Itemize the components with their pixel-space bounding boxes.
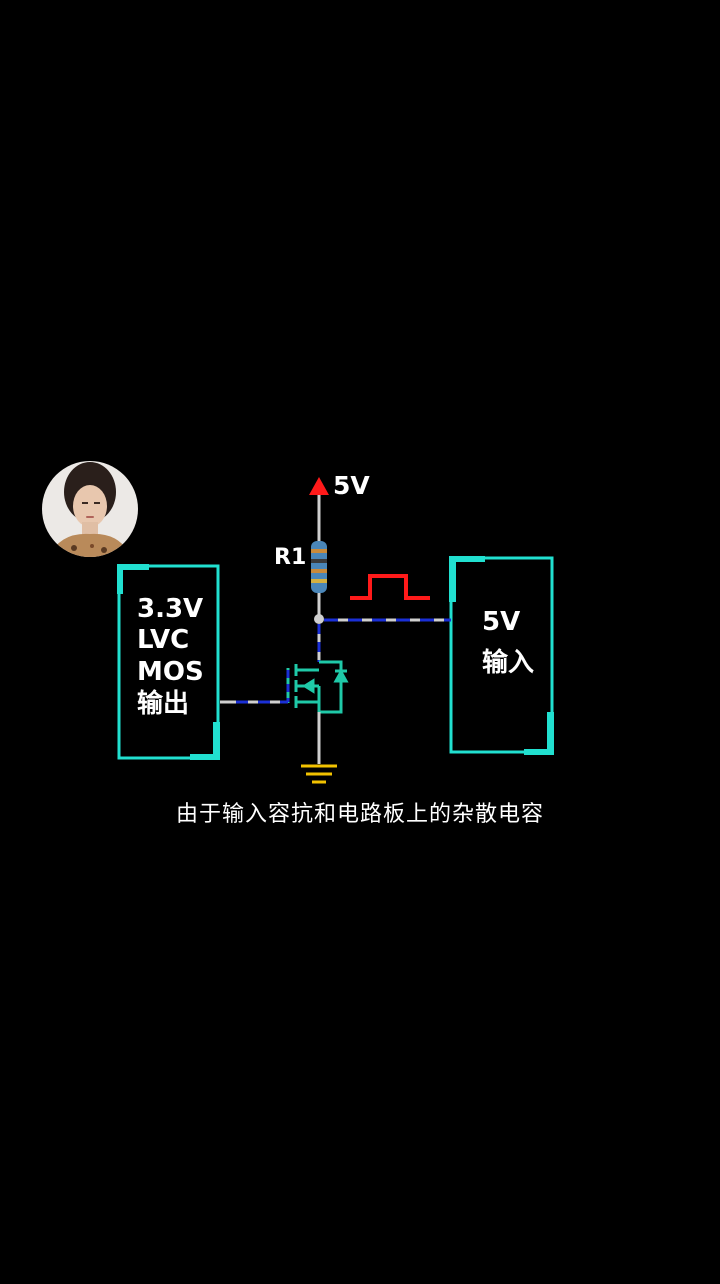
supply-label: 5V (333, 471, 370, 500)
supply-5v: 5V (309, 471, 370, 500)
right-block-line-1: 5V (482, 607, 520, 637)
output-node (314, 614, 324, 624)
ground-icon (301, 764, 337, 784)
resistor-label: R1 (274, 545, 306, 570)
right-input-block: 5V 输入 (449, 556, 554, 755)
left-block-line-2: LVC (137, 625, 189, 655)
right-block-line-2: 输入 (482, 647, 534, 678)
presenter-avatar (42, 461, 138, 557)
mosfet (286, 660, 349, 714)
resistor-r1: R1 (274, 541, 327, 593)
pulse-waveform (350, 574, 430, 600)
subtitle-caption: 由于输入容抗和电路板上的杂散电容 (175, 802, 544, 827)
left-block-line-4: 输出 (137, 688, 189, 719)
left-block-line-3: MOS (137, 657, 204, 687)
left-block-line-1: 3.3V (137, 594, 203, 624)
supply-arrow-icon (309, 477, 329, 495)
left-output-block: 3.3V LVC MOS 输出 (117, 564, 220, 760)
